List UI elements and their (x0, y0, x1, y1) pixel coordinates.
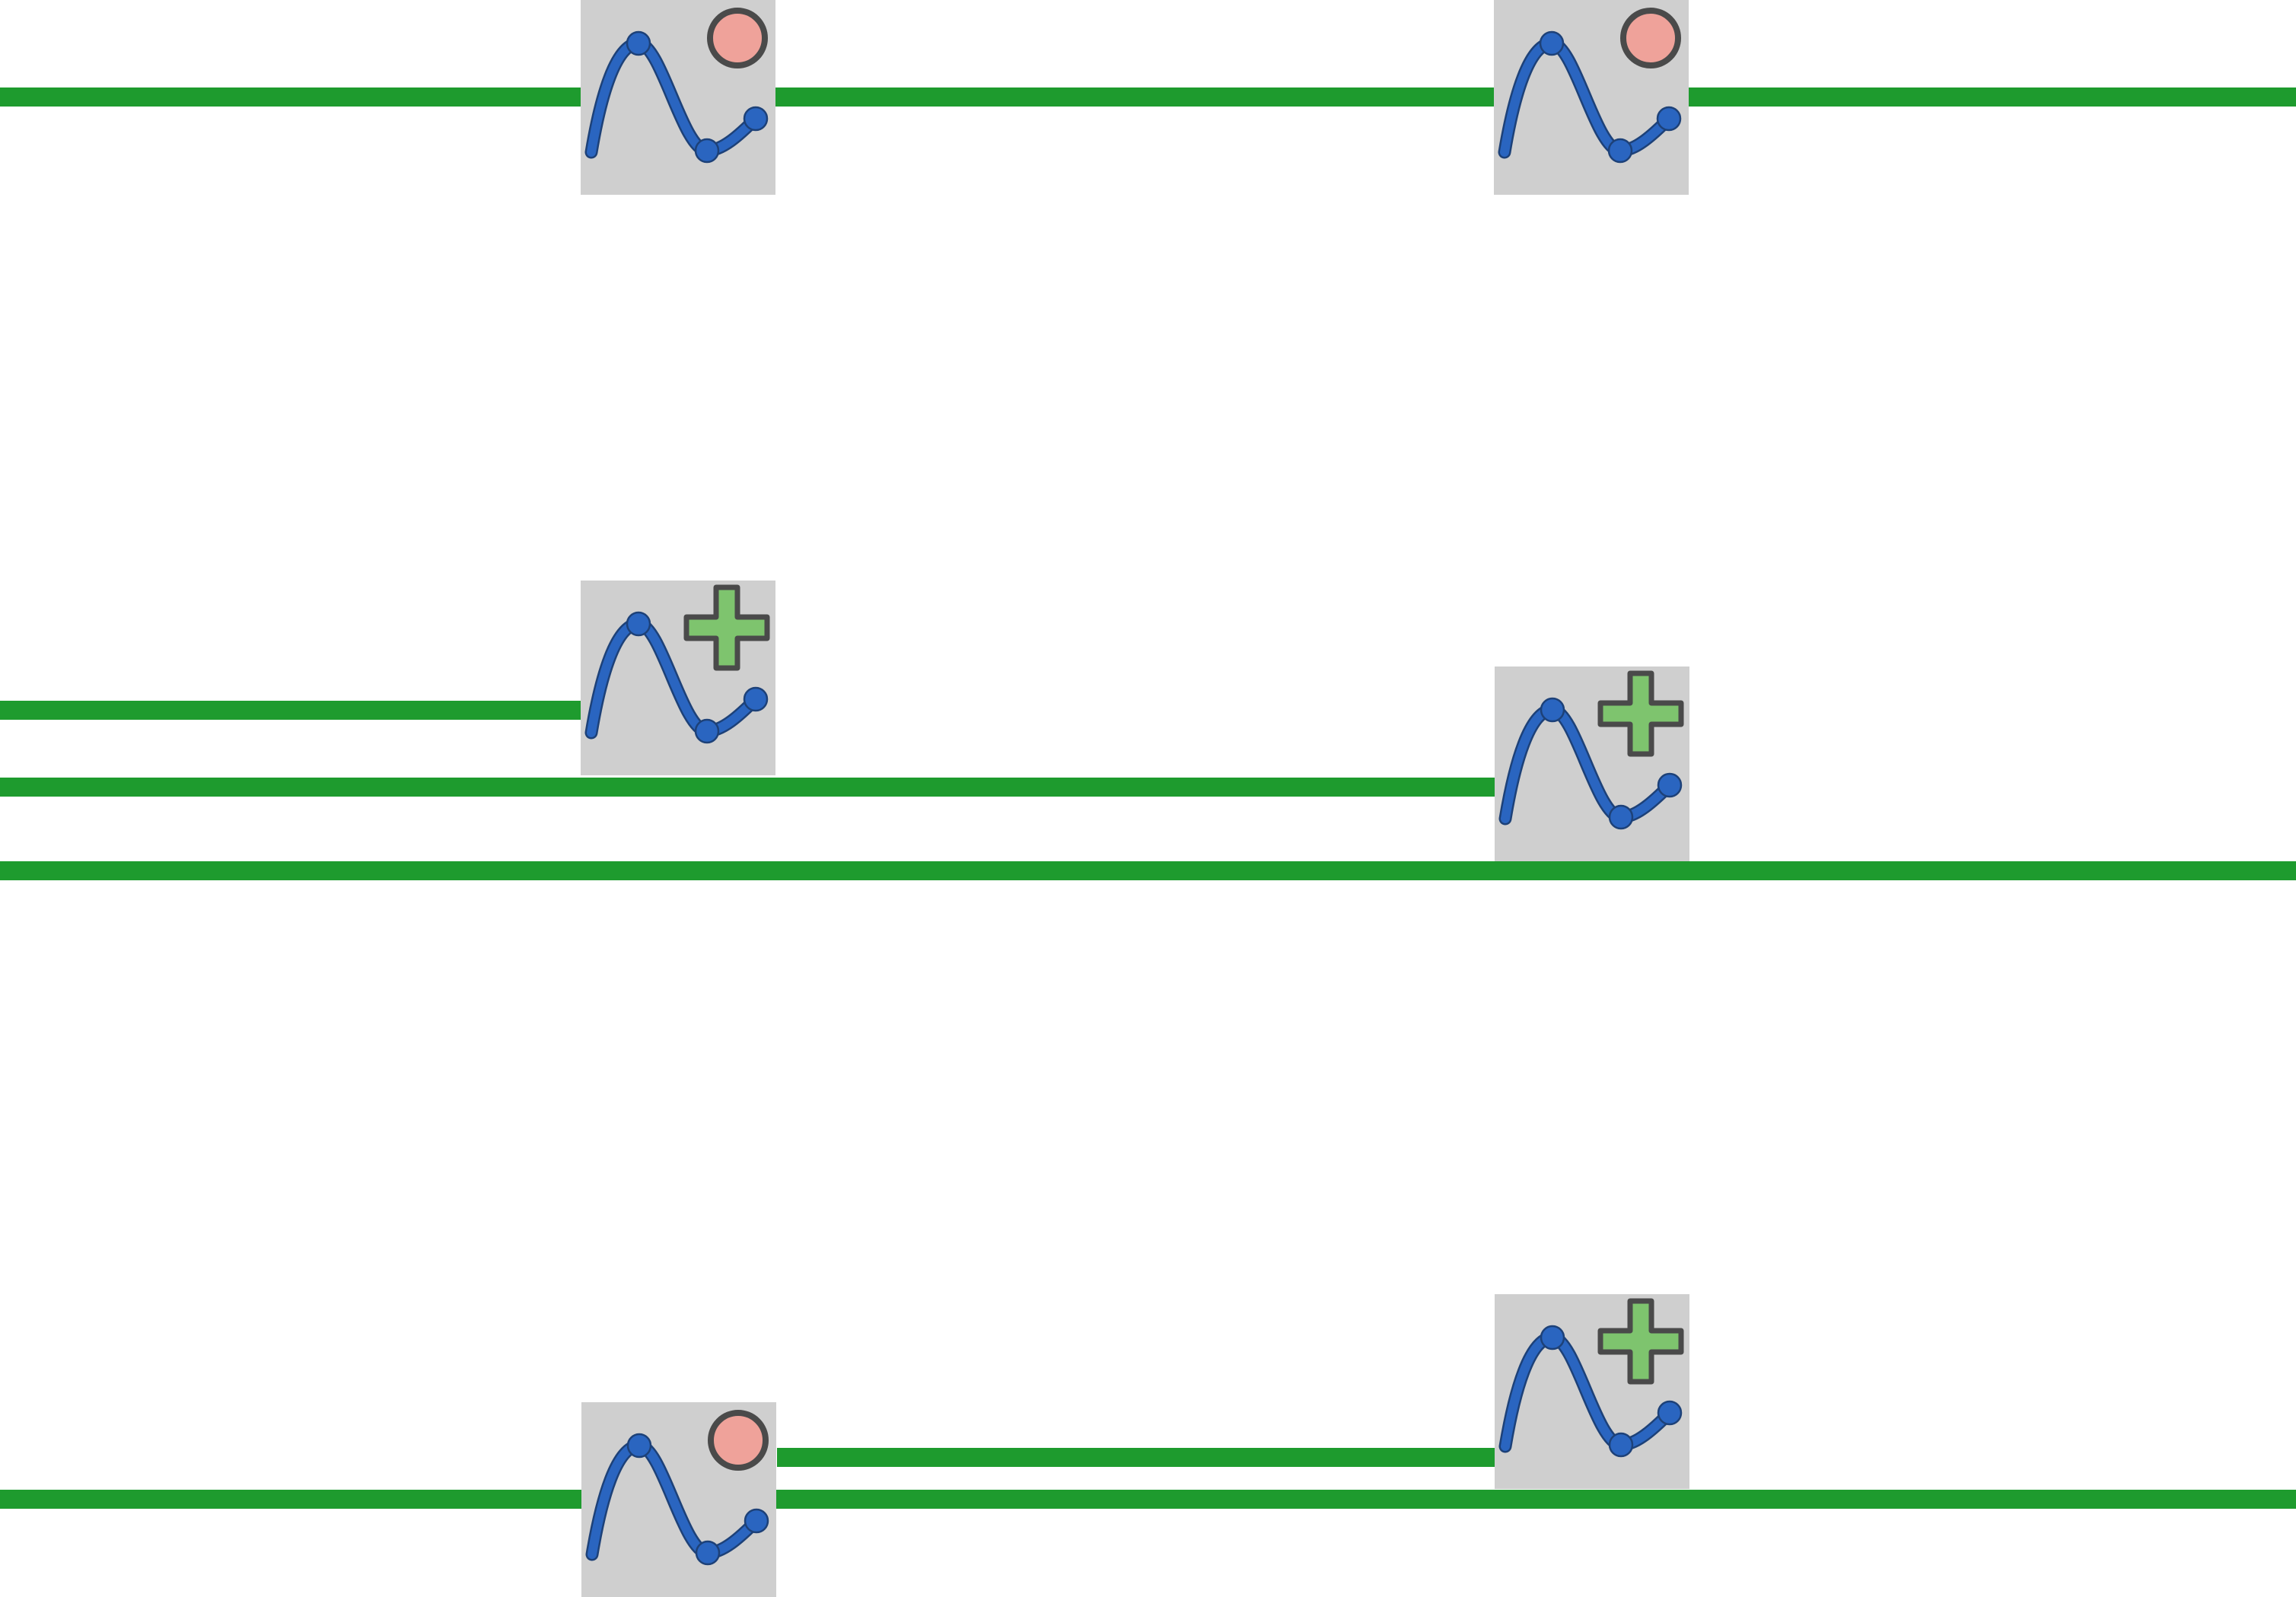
plus-badge-icon (1597, 670, 1684, 757)
wire-bottom-short[interactable] (777, 1448, 1495, 1467)
waveform-curve (1501, 705, 1674, 823)
node-bottom-left-record[interactable] (581, 1402, 776, 1597)
record-badge-icon (1620, 8, 1681, 68)
curve-point-icon (1657, 772, 1683, 798)
plus-badge-icon (683, 584, 770, 671)
wire-mid-3-full[interactable] (0, 861, 2296, 880)
curve-point-icon (1607, 138, 1633, 164)
curve-point-icon (695, 1540, 721, 1566)
curve-point-icon (1540, 697, 1565, 723)
wire-mid-1[interactable] (0, 701, 581, 720)
record-badge-icon (708, 1410, 769, 1471)
waveform-curve (587, 619, 760, 737)
waveform-curve (587, 38, 760, 157)
record-badge-icon (707, 8, 768, 68)
waveform-chart-icon (1498, 1298, 1684, 1458)
curve-point-icon (694, 138, 720, 164)
curve-point-icon (1656, 106, 1682, 132)
curve-point-icon (626, 611, 651, 637)
node-middle-left-add[interactable] (581, 581, 775, 775)
node-bottom-right-add[interactable] (1495, 1294, 1689, 1489)
waveform-chart-icon (584, 8, 769, 164)
plus-badge-icon (1597, 1298, 1684, 1385)
waveform-curve (1501, 1332, 1674, 1451)
node-top-right-record[interactable] (1494, 0, 1689, 195)
wire-top-full[interactable] (0, 87, 2296, 107)
curve-point-icon (1608, 1432, 1634, 1458)
waveform-chart-icon (585, 1410, 769, 1566)
curve-point-icon (626, 30, 651, 56)
node-middle-right-add[interactable] (1495, 666, 1689, 861)
curve-point-icon (626, 1433, 652, 1459)
wire-bottom-full[interactable] (0, 1490, 2296, 1509)
curve-point-icon (743, 686, 769, 712)
curve-point-icon (694, 718, 720, 744)
waveform-curve (1500, 38, 1673, 157)
waveform-chart-icon (1498, 8, 1682, 164)
curve-point-icon (743, 106, 769, 132)
curve-point-icon (1539, 30, 1565, 56)
waveform-curve (588, 1440, 761, 1559)
curve-point-icon (744, 1508, 769, 1534)
curve-point-icon (1657, 1400, 1683, 1426)
curve-point-icon (1608, 804, 1634, 830)
waveform-chart-icon (584, 584, 770, 744)
wire-mid-2[interactable] (0, 778, 1495, 797)
node-top-left-record[interactable] (581, 0, 775, 195)
waveform-chart-icon (1498, 670, 1684, 830)
curve-point-icon (1540, 1325, 1565, 1350)
